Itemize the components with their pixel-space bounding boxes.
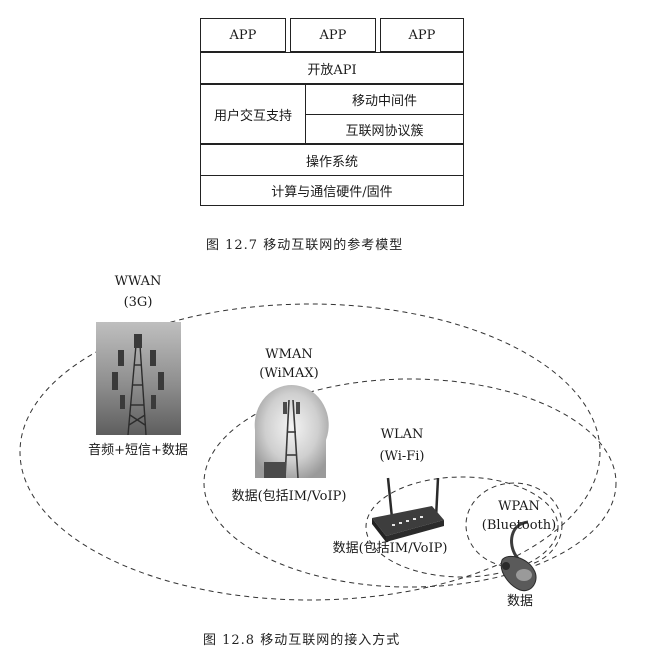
wwan-service: 音频+短信+数据: [88, 443, 188, 458]
wwan-coverage-ellipse: [19, 303, 601, 601]
ui-support-layer: 用户交互支持: [200, 84, 306, 144]
wpan-coverage-ellipse: [465, 482, 563, 568]
wman-sub: (WiMAX): [259, 366, 319, 381]
hardware-layer: 计算与通信硬件/固件: [200, 175, 464, 206]
wpan-service: 数据: [506, 594, 533, 609]
wlan-sub: (Wi-Fi): [379, 449, 425, 464]
wlan-name: WLAN: [380, 427, 424, 442]
figure-caption-12-7: 图 12.7 移动互联网的参考模型: [206, 238, 404, 253]
app-box-3: APP: [380, 18, 464, 52]
wman-service: 数据(包括IM/VoIP): [231, 489, 347, 504]
app-box-2: APP: [290, 18, 376, 52]
bluetooth-headset-image: [500, 520, 537, 592]
figure-caption-12-8: 图 12.8 移动互联网的接入方式: [203, 633, 401, 648]
wifi-router-image: [372, 477, 444, 542]
app-box-1: APP: [200, 18, 286, 52]
wlan-service: 数据(包括IM/VoIP): [332, 541, 448, 556]
wimax-tower-image: [254, 384, 329, 479]
protocol-layer: 互联网协议簇: [305, 114, 464, 144]
wpan-name: WPAN: [498, 499, 540, 514]
wwan-sub: (3G): [123, 295, 153, 310]
wpan-sub: (Bluetooth): [481, 518, 557, 533]
open-api-layer: 开放API: [200, 52, 464, 84]
wman-coverage-ellipse: [203, 378, 617, 588]
wlan-coverage-ellipse: [365, 476, 559, 578]
wwan-name: WWAN: [114, 274, 162, 289]
wman-name: WMAN: [265, 347, 313, 362]
reference-model-stack: APP APP APP 开放API 用户交互支持 移动中间件 互联网协议簇 操作…: [200, 18, 464, 206]
middleware-layer: 移动中间件: [305, 84, 464, 115]
cell-tower-image: [96, 322, 181, 436]
